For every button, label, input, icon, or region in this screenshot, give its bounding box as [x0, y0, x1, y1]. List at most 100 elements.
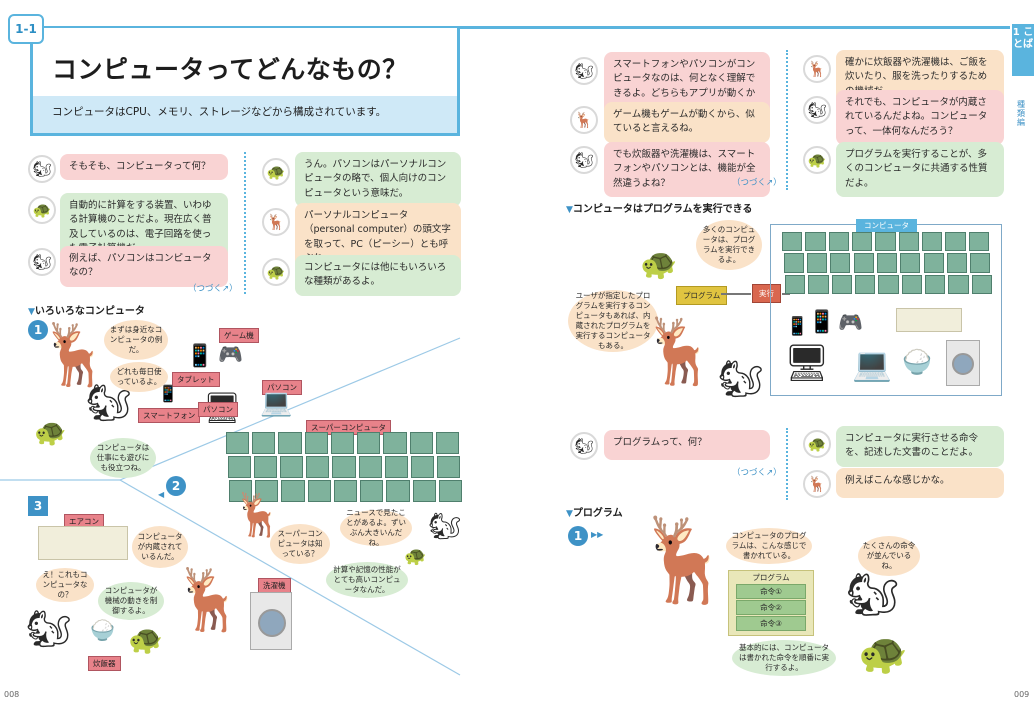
thought-bubble: たくさんの命令が並んでいるね。: [858, 536, 920, 576]
air-conditioner-illustration: [896, 308, 962, 332]
deer-avatar: 🦌: [262, 208, 290, 236]
turtle-illustration: 🐢: [858, 631, 908, 677]
server-rack: [971, 274, 992, 294]
label-tag: スマートフォン: [138, 408, 201, 423]
server-rack: [852, 232, 873, 252]
thought-bubble: スーパーコンピュータは知っている？: [270, 524, 330, 564]
turtle-illustration: 🐢: [128, 623, 163, 656]
label-tag: パソコン: [262, 380, 302, 395]
server-rack: [227, 456, 251, 478]
program-box-title: プログラム: [752, 573, 790, 582]
server-rack: [875, 232, 896, 252]
dialog-bubble: そもそも、コンピュータって何？: [60, 154, 228, 181]
chapter-side-sub: 種類編: [1017, 100, 1025, 128]
computer-label: コンピュータ: [856, 219, 917, 232]
smartphone-icon: 📱: [786, 316, 809, 337]
thought-bubble: コンピュータのプログラムは、こんな感じで書かれている。: [726, 528, 812, 564]
squirrel-avatar: 🐿: [28, 248, 56, 276]
dialog-bubble: それでも、コンピュータが内蔵されているんだよね。コンピュータって、一体何なんだろ…: [836, 90, 1004, 145]
laptop-icon: 💻: [260, 388, 293, 418]
label-tag: 炊飯器: [88, 656, 121, 671]
server-rack: [785, 274, 806, 294]
thought-bubble: まずは身近なコンピュータの例だ。: [104, 320, 168, 360]
server-rack: [384, 456, 409, 478]
server-rack: [304, 432, 328, 454]
server-rack: [306, 456, 330, 478]
server-rack: [412, 480, 436, 502]
dialog-bubble: 例えばこんな感じかな。: [836, 468, 1004, 498]
server-rack: [782, 232, 803, 252]
server-rack: [898, 232, 919, 252]
server-rack: [805, 232, 826, 252]
server-rack: [970, 253, 991, 273]
deer-illustration: 🦌: [640, 315, 720, 389]
label-tag: パソコン: [198, 402, 238, 417]
top-rule-right: [520, 26, 1010, 29]
server-rack: [307, 480, 331, 502]
squirrel-illustration: 🐿: [428, 512, 462, 542]
server-rack: [783, 253, 804, 273]
subtitle-band: [30, 96, 460, 136]
turtle-avatar: 🐢: [262, 258, 290, 286]
page-number-left: 008: [4, 690, 20, 699]
turtle-avatar: 🐢: [803, 146, 831, 174]
server-rack: [438, 480, 462, 502]
server-rack: [360, 480, 384, 502]
squirrel-illustration: 🐿: [718, 359, 764, 400]
number-circle-2: 2: [166, 476, 186, 496]
continue-label: （つづく↗）: [188, 284, 238, 294]
program-tag: プログラム: [676, 286, 728, 305]
page-title: コンピュータってどんなもの？: [52, 55, 408, 84]
squirrel-avatar: 🐿: [28, 155, 56, 183]
squirrel-illustration: 🐿: [26, 609, 72, 650]
washing-machine-illustration: [946, 340, 980, 386]
arrow-line: [782, 293, 790, 295]
arrow-marker: ◀: [158, 490, 165, 499]
server-rack: [437, 456, 461, 478]
squirrel-avatar: 🐿: [570, 57, 598, 85]
tablet-icon: 📱: [808, 310, 836, 335]
server-rack: [226, 432, 250, 454]
squirrel-illustration: 🐿: [846, 570, 900, 619]
server-rack: [383, 432, 407, 454]
squirrel-illustration: 🐿: [86, 383, 132, 424]
dialog-bubble: コンピュータには他にもいろいろな種類があるよ。: [295, 255, 461, 296]
server-rack: [828, 232, 849, 252]
server-rack: [279, 456, 304, 478]
server-rack: [357, 432, 381, 454]
supercomputer-illustration: [782, 232, 992, 296]
server-rack: [853, 253, 874, 273]
page-number-right: 009: [1014, 690, 1030, 699]
dotted-divider: [244, 152, 246, 294]
deer-avatar: 🦌: [803, 55, 831, 83]
server-rack: [255, 480, 279, 502]
turtle-illustration: 🐢: [640, 247, 678, 282]
deer-avatar: 🦌: [570, 106, 598, 134]
turtle-avatar: 🐢: [28, 196, 56, 224]
server-rack: [925, 274, 946, 294]
thought-bubble: コンピュータは仕事にも遊びにも役立つね。: [90, 438, 156, 478]
server-rack: [946, 253, 968, 273]
label-tag: 洗濯機: [258, 578, 291, 593]
server-rack: [253, 456, 277, 478]
deer-illustration: 🦌: [38, 320, 113, 390]
arrow-marker: ▶▶: [591, 530, 604, 539]
top-rule-left: [30, 26, 520, 29]
smartphone-icon: 📱: [158, 384, 178, 403]
number-circle-1: 1: [568, 526, 588, 546]
thought-bubble: コンピュータが内蔵されているんだ。: [132, 526, 188, 568]
label-tag: タブレット: [172, 372, 220, 387]
chapter-side-tab: 1 ことば: [1012, 24, 1034, 76]
thought-bubble: ユーザが指定したプログラムを実行するコンピュータもあれば、内蔵されたプログラムを…: [568, 290, 658, 352]
server-rack: [281, 480, 305, 502]
arrow-line: [721, 293, 751, 295]
dialog-bubble: プログラムって、何？: [604, 430, 770, 460]
turtle-illustration: 🐢: [404, 546, 427, 567]
deer-illustration: 🦌: [634, 513, 737, 608]
turtle-illustration: 🐢: [34, 418, 67, 448]
server-rack: [876, 253, 898, 273]
server-rack: [878, 274, 899, 294]
dialog-bubble: でも炊飯器や洗濯機は、スマートフォンやパソコンとは、機能が全然違うよね？: [604, 142, 770, 197]
section-badge: 1-1: [8, 14, 44, 44]
server-rack: [922, 232, 943, 252]
